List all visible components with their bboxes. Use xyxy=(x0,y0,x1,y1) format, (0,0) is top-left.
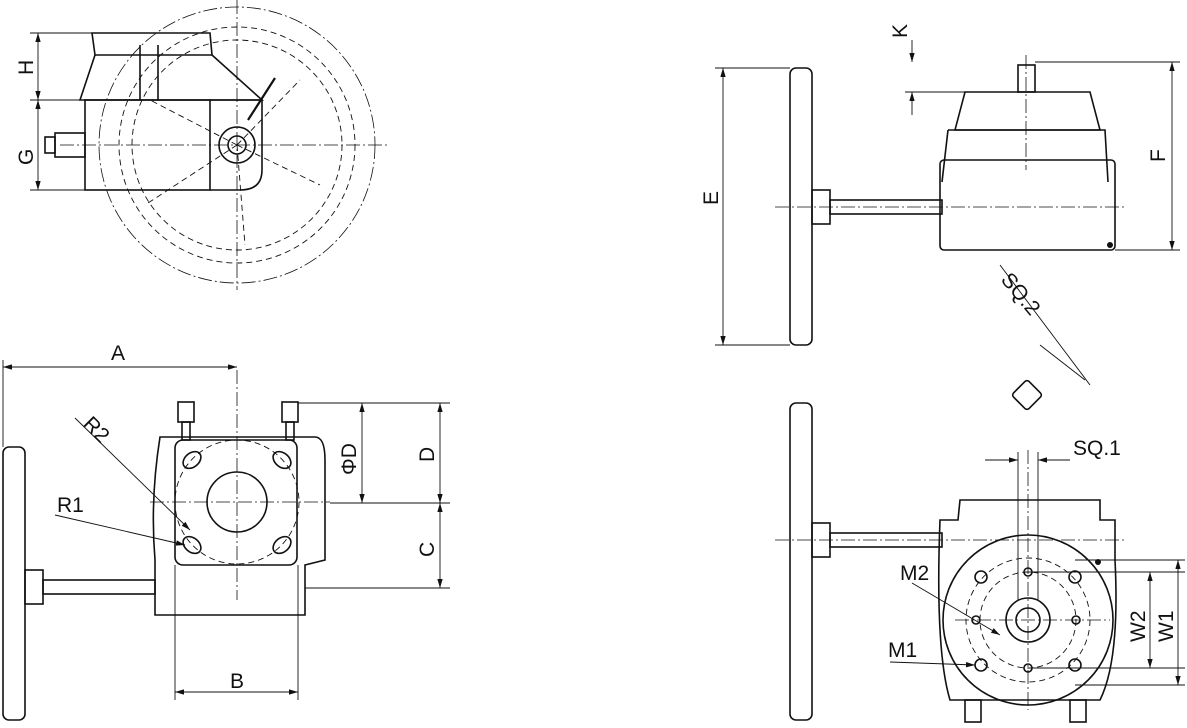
dim-R1-leader xyxy=(54,514,186,546)
mounting-slot xyxy=(272,450,292,470)
gearbox-body xyxy=(937,499,1117,701)
dim-M1-label: M1 xyxy=(888,639,917,662)
lever xyxy=(247,77,276,121)
mounting-slot xyxy=(182,450,202,470)
dim-M2-label: M2 xyxy=(900,562,929,585)
dim-SQ1-label: SQ.1 xyxy=(1073,437,1121,460)
square-drive-2 xyxy=(1011,379,1043,411)
stop-bolt xyxy=(285,421,295,441)
stem xyxy=(1017,64,1036,93)
stop-bolt-head xyxy=(281,401,299,423)
hub xyxy=(218,126,256,164)
dim-SQ2-label: SQ.2 xyxy=(996,268,1044,319)
stop-bolt xyxy=(181,421,191,441)
mounting-slot xyxy=(182,535,202,555)
housing-rib xyxy=(139,45,159,100)
side-view-top-left: H G xyxy=(15,0,390,290)
handwheel-spokes xyxy=(144,79,321,246)
gearbox-body xyxy=(939,159,1116,251)
handwheel-rim xyxy=(789,67,813,346)
housing-upper xyxy=(78,54,265,101)
side-view-bottom-left: A ΦD D C B R2 R1 xyxy=(2,342,450,721)
dim-M1-leader xyxy=(889,661,976,668)
handwheel-rim xyxy=(789,402,813,721)
shaft xyxy=(42,579,156,595)
stop-bolt-head xyxy=(44,136,56,154)
dim-SQ2-line xyxy=(1039,344,1086,381)
dim-H-label: H xyxy=(15,60,38,75)
handwheel-hub xyxy=(24,569,44,605)
stop-bolt xyxy=(964,699,982,723)
mounting-hole xyxy=(1068,570,1082,584)
housing-side xyxy=(210,99,263,191)
gearbox-body xyxy=(84,99,211,191)
dim-W1-label: W1 xyxy=(1155,611,1178,643)
front-view-bottom-right: SQ.1 M2 M1 W2 W1 xyxy=(775,402,1185,723)
dim-G-label: G xyxy=(15,149,38,165)
dim-K-label: K xyxy=(889,24,912,38)
dim-B-label: B xyxy=(230,670,244,693)
gearbox-body xyxy=(152,436,326,616)
dim-R2-leader xyxy=(74,417,191,531)
dim-M2-leader xyxy=(911,582,1001,636)
dot-marker xyxy=(1095,559,1101,565)
dim-W2-label: W2 xyxy=(1127,611,1150,643)
mounting-hole xyxy=(1068,658,1082,672)
dim-D-label: D xyxy=(416,447,439,462)
dim-R2-label: R2 xyxy=(78,412,113,447)
dim-SQ2-line xyxy=(999,264,1091,386)
front-view-top-right: E F K SQ.2 xyxy=(700,24,1180,411)
mounting-hole xyxy=(974,570,988,584)
dim-A-label: A xyxy=(111,342,125,365)
top-cap xyxy=(953,91,1102,131)
dim-R1-label: R1 xyxy=(57,494,84,517)
dot-marker xyxy=(1107,242,1113,248)
stop-bolt xyxy=(1069,699,1087,723)
handwheel-rim xyxy=(2,446,26,721)
dim-F-label: F xyxy=(1147,149,1170,162)
dim-E-label: E xyxy=(700,191,723,205)
stop-bolt-head xyxy=(177,401,195,423)
handle-bracket xyxy=(941,129,1109,183)
dim-C-label: C xyxy=(416,542,439,557)
dim-PhiD-label: ΦD xyxy=(338,443,361,475)
hub-bore xyxy=(227,135,247,155)
mounting-slot xyxy=(272,535,292,555)
